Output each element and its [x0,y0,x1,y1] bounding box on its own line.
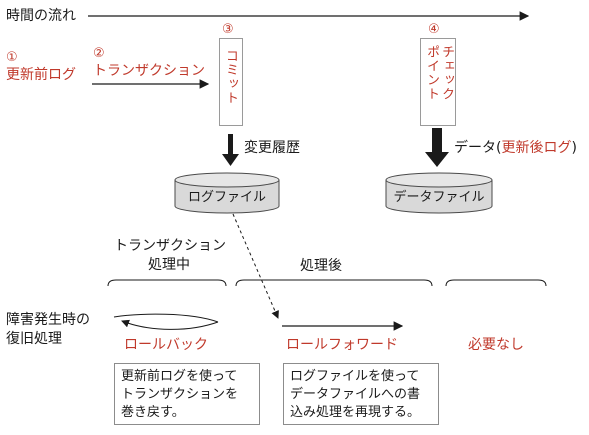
step1-label: 更新前ログ [6,67,76,83]
log-to-rollforward-dashed-arrow [232,213,279,319]
phase-during-line1: トランザクション [114,238,226,254]
phase-bracket-after-checkpoint [445,279,547,287]
rollback-note-line2: トランザクションを [121,387,239,402]
checkpoint-down-arrow [425,128,449,167]
step2-label: トランザクション [93,63,205,79]
failure-label-line2: 復旧処理 [6,331,62,347]
rollforward-note-line2: データファイルへの書 [290,387,421,402]
failure-label-line1: 障害発生時の [6,312,90,328]
commit-down-arrow [222,134,239,166]
not-needed-label: 必要なし [468,337,524,353]
time-axis-label: 時間の流れ [6,8,76,24]
step3-number: ③ [222,22,234,37]
checkpoint-arrow-label: データ(更新後ログ) [454,140,577,156]
rollback-note: 更新前ログを使って トランザクションを 巻き戻す。 [114,363,260,425]
data-file-cylinder [385,172,493,214]
rollforward-note-line3: 込み処理を再現する。 [290,405,421,420]
data-file-label: データファイル [393,190,485,205]
checkpoint-label-line2: ポイント [424,45,439,101]
commit-box: コミット [219,38,243,126]
checkpoint-label-line1: チェック [439,45,454,101]
rollforward-label: ロールフォワード [286,337,398,353]
step4-number: ④ [428,22,440,37]
phase-bracket-after [235,279,433,287]
rollforward-note-line1: ログファイルを使って [290,369,420,384]
log-file-label: ログファイル [187,190,266,205]
rollforward-note: ログファイルを使って データファイルへの書 込み処理を再現する。 [283,363,439,425]
step2-number: ② [93,46,105,61]
phase-after-label: 処理後 [300,258,342,274]
phase-bracket-during [107,279,227,287]
phase-during-line2: 処理中 [148,257,190,273]
commit-arrow-label: 変更履歴 [244,140,300,156]
rollback-note-line1: 更新前ログを使って [121,369,238,384]
rollback-note-line3: 巻き戻す。 [121,405,185,420]
commit-label: コミット [223,49,238,105]
checkpoint-box: チェック ポイント [420,38,456,126]
log-file-cylinder [174,172,280,214]
step1-number: ① [6,50,18,65]
rollback-label: ロールバック [124,337,208,353]
rollback-arrow [113,313,219,323]
